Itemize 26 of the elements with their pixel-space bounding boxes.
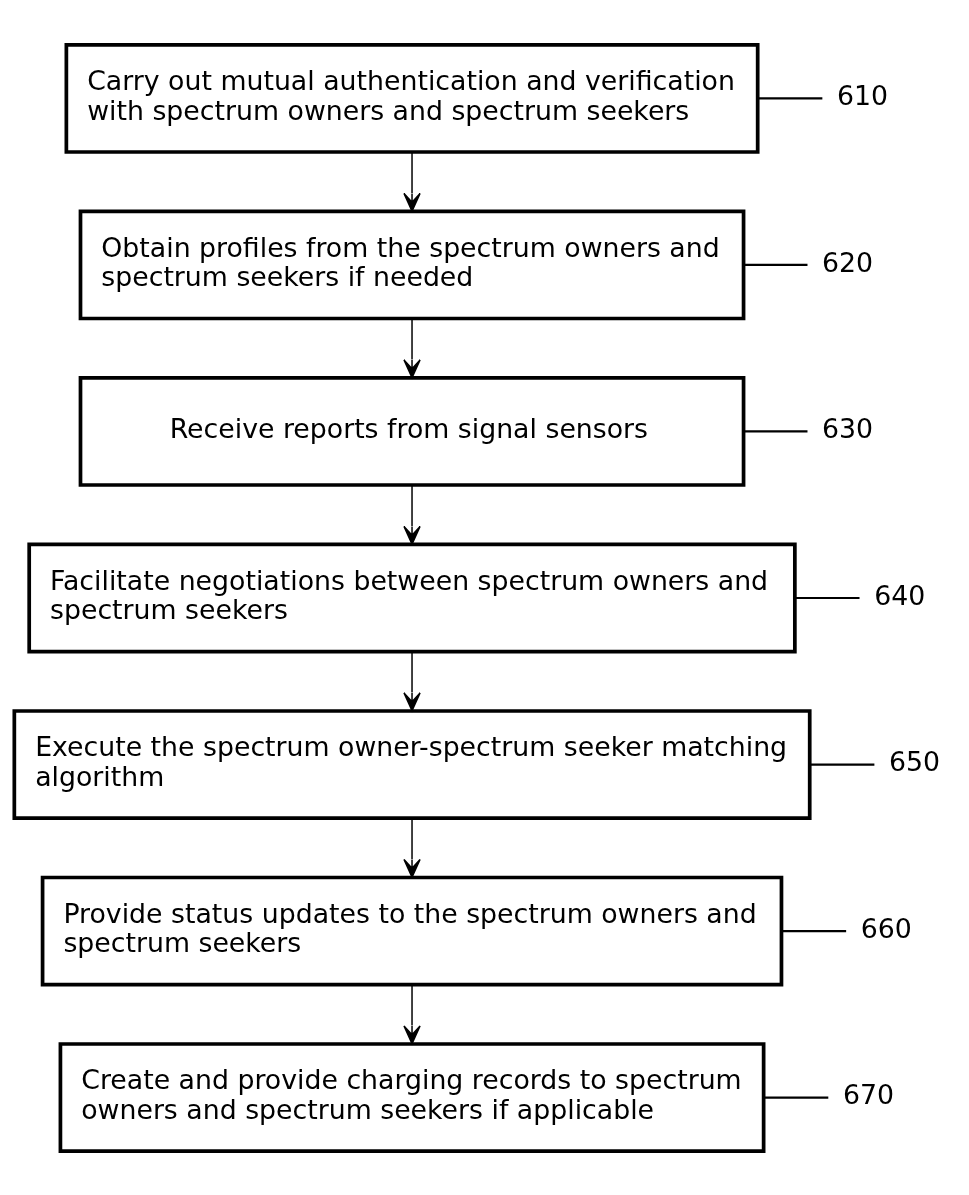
connector — [743, 429, 808, 433]
connector — [743, 263, 808, 266]
arrow — [403, 317, 421, 378]
node-box: Facilitate negotiations between spectrum owners and spectrum seekers — [27, 542, 797, 653]
node-box: Provide status updates to the spectrum owners and spectrum seekers — [40, 875, 784, 986]
node-text: 640 — [874, 579, 926, 611]
node-text: 650 — [889, 745, 941, 777]
node-box: Receive reports from signal sensors — [78, 375, 746, 487]
node-box: Obtain profiles from the spectrum owners and spectrum seekers if needed — [78, 209, 746, 320]
node-box: Carry out mutual authentication and verification with spectrum owners and spectrum seekers — [64, 42, 760, 154]
node-box: Create and provide charging records to spectrum owners and spectrum seekers if applicable — [58, 1041, 766, 1153]
arrow — [403, 983, 421, 1045]
connector — [809, 762, 875, 766]
node-text: 620 — [822, 246, 874, 278]
node-text: 660 — [860, 912, 912, 944]
arrow — [403, 650, 421, 711]
node-text: 610 — [836, 79, 889, 111]
arrow — [403, 483, 421, 545]
connector — [757, 96, 823, 100]
connector — [794, 596, 860, 599]
node-text: 670 — [842, 1078, 894, 1110]
connector — [763, 1095, 829, 1099]
node-box: Execute the spectrum owner-spectrum seeker matching algorithm — [12, 708, 812, 820]
connector — [781, 929, 847, 932]
node-text: 630 — [822, 412, 874, 444]
arrow — [403, 150, 421, 212]
